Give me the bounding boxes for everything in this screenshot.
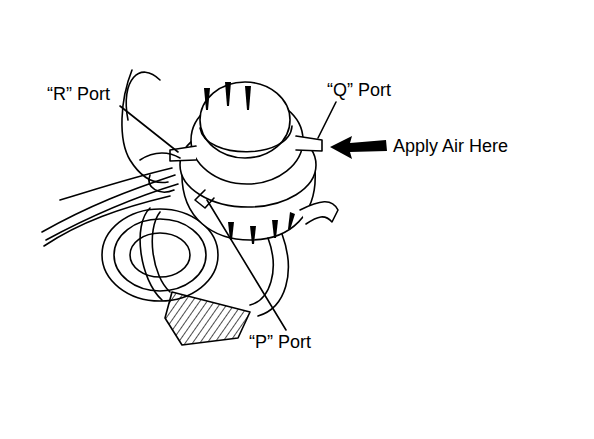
air-arrow — [330, 136, 387, 159]
instruction-label: Apply Air Here — [392, 136, 509, 156]
port-label: “R” Port — [46, 84, 111, 104]
mount-bracket — [165, 292, 250, 345]
wire-harness — [42, 168, 178, 246]
port-label: “P” Port — [248, 332, 312, 352]
air-flow-marks — [204, 82, 295, 244]
leader-line — [318, 102, 336, 138]
vacuum-hose — [300, 202, 338, 224]
leader-line — [120, 106, 178, 152]
vacuum-hose — [140, 208, 170, 300]
leader-line — [207, 200, 286, 330]
port-label: “Q” Port — [326, 80, 392, 100]
